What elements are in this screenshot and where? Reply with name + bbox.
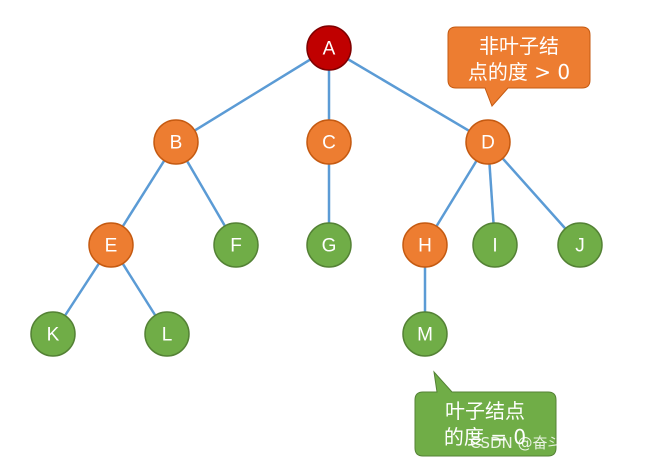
node-d-label: D xyxy=(481,133,495,154)
node-k-circle xyxy=(30,311,76,357)
node-l-label: L xyxy=(162,325,173,346)
watermark-text: CSDN @奋斗的小方 xyxy=(470,434,608,452)
callout-non-leaf-line2: 点的度 > 0 xyxy=(468,60,570,84)
node-a: A xyxy=(306,25,352,71)
edge-d-j xyxy=(487,141,581,246)
node-c-circle xyxy=(306,119,352,165)
node-f-circle xyxy=(213,222,259,268)
node-a-label: A xyxy=(323,39,336,60)
callout-non-leaf: 非叶子结 点的度 > 0 xyxy=(447,26,591,107)
node-f-label: F xyxy=(230,236,242,257)
tree-nodes: A B C D E F G H I J K L M xyxy=(30,25,603,357)
node-m-circle xyxy=(402,311,448,357)
node-d-circle xyxy=(465,119,511,165)
node-i-label: I xyxy=(492,236,497,257)
node-d: D xyxy=(465,119,511,165)
node-g: G xyxy=(306,222,352,268)
callout-leaf-line2: 的度 = 0 xyxy=(444,425,526,449)
node-f: F xyxy=(213,222,259,268)
node-i: I xyxy=(472,222,518,268)
node-g-label: G xyxy=(322,236,337,257)
callout-leaf: 叶子结点 的度 = 0 xyxy=(414,370,557,457)
node-h-circle xyxy=(402,222,448,268)
node-b: B xyxy=(153,119,199,165)
callout-non-leaf-line1: 非叶子结 xyxy=(479,34,559,58)
node-m: M xyxy=(402,311,448,357)
callout-leaf-bubble xyxy=(414,370,557,457)
node-b-circle xyxy=(153,119,199,165)
node-l: L xyxy=(144,311,190,357)
node-j-label: J xyxy=(575,236,585,257)
node-l-circle xyxy=(144,311,190,357)
node-h: H xyxy=(402,222,448,268)
node-j-circle xyxy=(557,222,603,268)
node-j: J xyxy=(557,222,603,268)
edge-a-b xyxy=(175,46,330,144)
node-e-circle xyxy=(88,222,134,268)
node-m-label: M xyxy=(417,325,433,346)
node-a-circle xyxy=(306,25,352,71)
callout-non-leaf-bubble xyxy=(447,26,591,107)
node-e-label: E xyxy=(105,236,118,257)
node-e: E xyxy=(88,222,134,268)
edge-a-d xyxy=(328,46,489,144)
node-k-label: K xyxy=(47,325,60,346)
node-i-circle xyxy=(472,222,518,268)
node-h-label: H xyxy=(418,236,432,257)
callout-leaf-line1: 叶子结点 xyxy=(445,399,525,423)
node-g-circle xyxy=(306,222,352,268)
node-k: K xyxy=(30,311,76,357)
node-b-label: B xyxy=(170,133,183,154)
node-c: C xyxy=(306,119,352,165)
node-c-label: C xyxy=(322,133,336,154)
